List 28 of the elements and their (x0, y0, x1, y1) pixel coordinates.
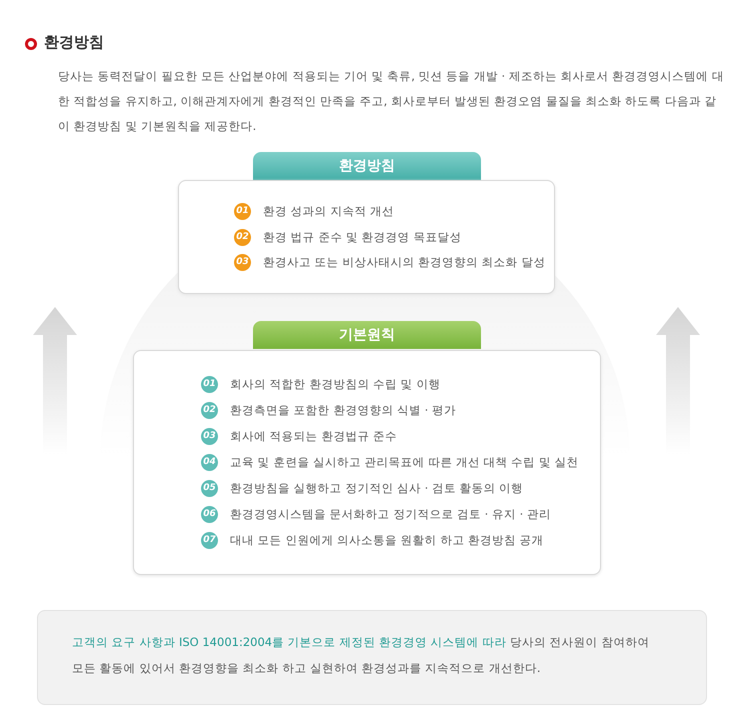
number-badge: 03 (234, 254, 251, 271)
number-badge: 02 (234, 228, 251, 246)
section-title: 환경방침 (44, 33, 104, 52)
intro-paragraph: 당사는 동력전달이 필요한 모든 산업분야에 적용되는 기어 및 축류, 밋션 등을 개발 · 제조하는 회사로서 환경경영시스템에 대한 적합성을 유지하고, 이해관계자에게 환경적인 만족을 주고, 회사로부터 발생된 환경오염 물질을 최소화 하도록 다음과 같이 환경방침 및 기본원칙을 제공한다. (58, 68, 725, 135)
list-item-text: 대내 모든 인원에게 의사소통을 원활히 하고 환경방침 공개 (230, 533, 544, 548)
list-item-text: 교육 및 훈련을 실시하고 관리목표에 따른 개선 대책 수립 및 실천 (230, 455, 579, 470)
list-item-text: 회사의 적합한 환경방침의 수립 및 이행 (230, 377, 440, 392)
list-card (178, 180, 555, 294)
number-badge: 04 (201, 454, 218, 471)
list-item-text: 환경경영시스템을 문서화하고 정기적으로 검토 · 유지 · 관리 (230, 507, 551, 522)
note-box (37, 610, 707, 705)
number-badge: 03 (201, 428, 218, 445)
number-badge: 06 (201, 506, 218, 523)
list-card (133, 350, 601, 575)
number-badge: 01 (234, 203, 251, 220)
note-paragraph: 고객의 요구 사항과 ISO 14001:2004를 기본으로 제정된 환경경영 시스템에 따라 당사의 전사원이 참여하여 모든 활동에 있어서 환경영향을 최소화 하고 실현하여 환경성과를 지속적으로 개선한다. (72, 634, 650, 677)
list-item-text: 환경사고 또는 비상사태시의 환경영향의 최소화 달성 (263, 255, 546, 270)
number-badge: 02 (201, 402, 218, 419)
list-item-text: 환경 법규 준수 및 환경경영 목표달성 (263, 230, 462, 244)
list-item-text: 환경측면을 포함한 환경영향의 식별 · 평가 (230, 403, 456, 418)
list-item-text: 환경방침을 실행하고 정기적인 심사 · 검토 활동의 이행 (230, 481, 524, 496)
list-item-text: 회사에 적용되는 환경법규 준수 (230, 429, 397, 444)
number-badge: 05 (201, 480, 218, 497)
list-item-text: 환경 성과의 지속적 개선 (263, 204, 394, 219)
tab-heading: 환경방침 (253, 152, 481, 180)
tab-heading: 기본원칙 (253, 321, 481, 349)
number-badge: 07 (201, 532, 218, 549)
number-badge: 01 (201, 376, 218, 393)
